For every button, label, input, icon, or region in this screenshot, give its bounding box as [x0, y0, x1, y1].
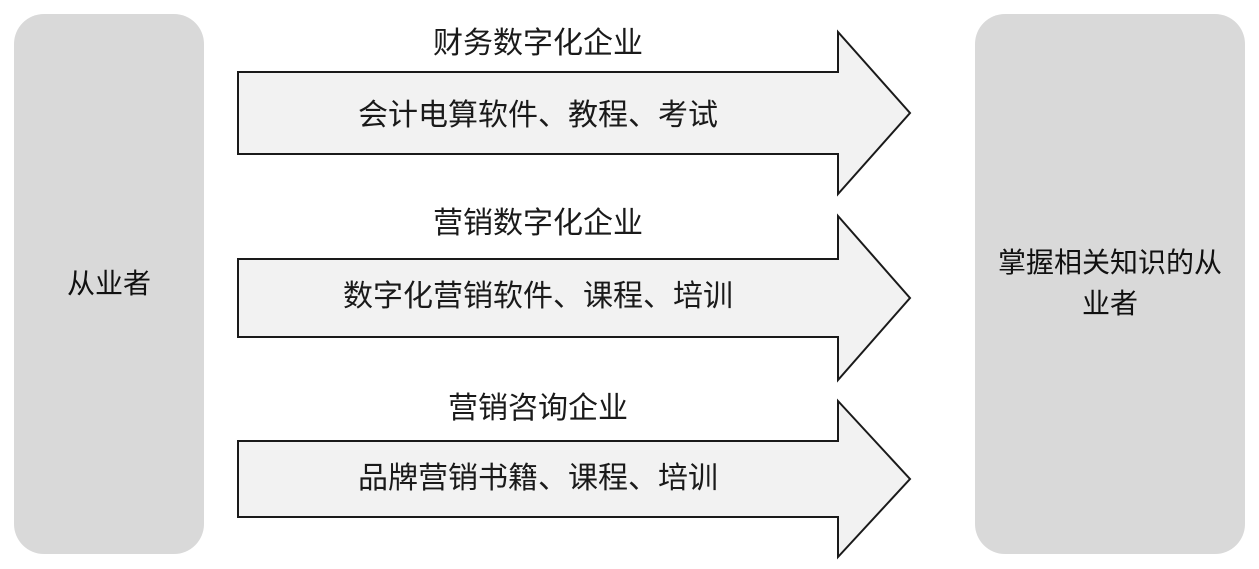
- arrow-marketing-digital-shape: [237, 213, 912, 383]
- arrow-marketing-consulting: 营销咨询企业 品牌营销书籍、课程、培训: [237, 391, 912, 560]
- source-label: 从业者: [66, 266, 151, 300]
- target-box: 掌握相关知识的从业者: [975, 14, 1245, 554]
- arrow-finance-content: 会计电算软件、教程、考试: [358, 98, 718, 133]
- arrow-finance: 财务数字化企业 会计电算软件、教程、考试: [237, 26, 912, 197]
- arrow-finance-shape: [237, 29, 912, 197]
- source-box: 从业者: [14, 14, 204, 554]
- arrow-marketing-digital: 营销数字化企业 数字化营销软件、课程、培训: [237, 206, 912, 383]
- arrow-finance-title: 财务数字化企业: [433, 26, 643, 61]
- arrow-marketing-digital-title: 营销数字化企业: [433, 206, 643, 241]
- arrow-marketing-digital-content: 数字化营销软件、课程、培训: [343, 279, 733, 314]
- arrow-marketing-consulting-shape: [237, 398, 912, 560]
- arrow-marketing-consulting-content: 品牌营销书籍、课程、培训: [358, 461, 718, 496]
- target-label: 掌握相关知识的从业者: [997, 246, 1222, 320]
- arrow-marketing-consulting-title: 营销咨询企业: [448, 391, 628, 426]
